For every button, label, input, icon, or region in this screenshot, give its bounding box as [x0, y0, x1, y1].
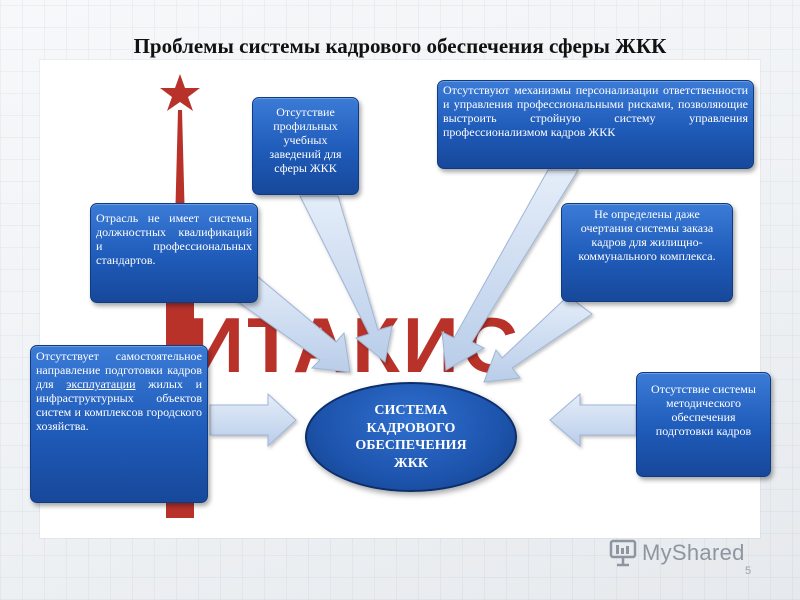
problem-text: Отсутствуют механизмы персонализации отв…	[443, 83, 748, 139]
arrow-top-right	[441, 169, 579, 371]
center-node: СИСТЕМА КАДРОВОГО ОБЕСПЕЧЕНИЯ ЖКК	[305, 382, 517, 492]
center-line: ЖКК	[393, 455, 429, 471]
center-line: КАДРОВОГО	[366, 420, 456, 436]
problem-text-underlined: эксплуатации	[66, 376, 136, 391]
arrow-mid-right	[483, 295, 593, 383]
watermark-text: MyShared	[642, 540, 745, 565]
problem-box-top-center: Отсутствие профильных учебных заведений …	[252, 97, 359, 195]
arrow-left	[209, 392, 297, 448]
arrow-right	[549, 392, 637, 448]
center-line: ОБЕСПЕЧЕНИЯ	[355, 438, 467, 453]
problem-text: Отсутствие профильных учебных заведений …	[269, 105, 342, 175]
problem-text: Отсутствие системы методического обеспеч…	[651, 382, 756, 438]
watermark: MyShared	[608, 539, 745, 567]
problem-box-right: Отсутствие системы методического обеспеч…	[636, 372, 771, 477]
problem-box-top-right: Отсутствуют механизмы персонализации отв…	[437, 80, 754, 169]
problem-text-part: Отсутствует самостоятельное направление …	[36, 349, 202, 391]
problem-box-mid-right: Не определены даже очертания системы зак…	[561, 203, 733, 302]
center-line: СИСТЕМА	[374, 403, 448, 418]
logo-star	[160, 74, 200, 111]
page-number: 5	[745, 565, 752, 577]
arrow-top-center	[299, 195, 393, 363]
slide-title: Проблемы системы кадрового обеспечения с…	[133, 34, 667, 58]
presentation-icon	[609, 539, 637, 567]
problem-text-part: жилых и инфраструктурных объектов систем…	[36, 376, 202, 433]
problem-text: Отрасль не имеет системы должностных ква…	[96, 211, 252, 267]
problem-box-upper-left: Отрасль не имеет системы должностных ква…	[90, 203, 258, 303]
problem-box-left: Отсутствует самостоятельное направление …	[30, 345, 208, 503]
problem-text: Не определены даже очертания системы зак…	[578, 207, 716, 263]
